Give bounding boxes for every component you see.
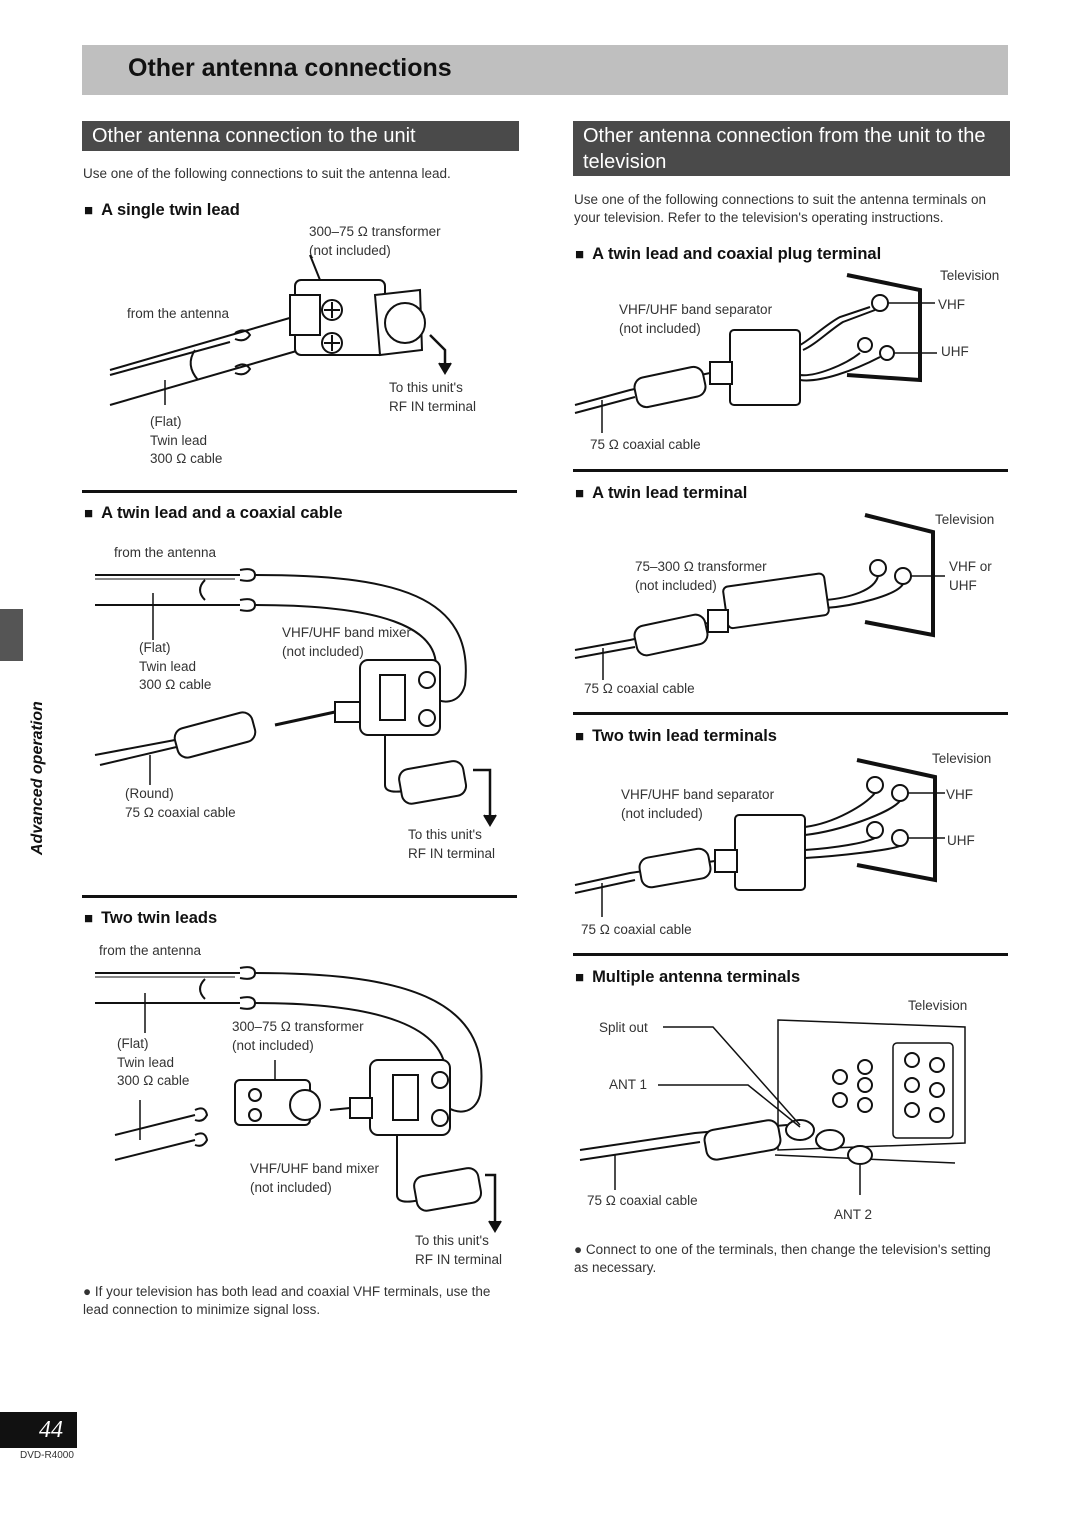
page-title: Other antenna connections (128, 54, 452, 82)
subheading-single-twin-lead: A single twin lead (84, 201, 240, 220)
label-television-1: Television (940, 268, 1000, 283)
divider (82, 490, 517, 493)
label-rf-in-2: To this unit's RF IN terminal (408, 827, 496, 861)
label-twin-lead-cable: (Flat) Twin lead 300 Ω cable (150, 414, 223, 466)
diagram-twin-lead-coaxial (95, 565, 505, 825)
divider (573, 712, 1008, 715)
subheading-two-twin-leads: Two twin leads (84, 909, 217, 928)
label-flat-cable-3: (Flat) Twin lead 300 Ω cable (117, 1036, 190, 1088)
right-note-text: Connect to one of the terminals, then ch… (574, 1242, 991, 1275)
subheading-multiple-terminals: Multiple antenna terminals (575, 968, 800, 987)
label-coax-2: 75 Ω coaxial cable (584, 681, 695, 696)
bullet-icon: ● (83, 1284, 92, 1299)
model-number: DVD-R4000 (20, 1450, 74, 1461)
page-title-bar: Other antenna connections (82, 45, 1008, 95)
left-intro: Use one of the following connections to … (83, 166, 451, 181)
divider (573, 953, 1008, 956)
right-intro: Use one of the following connections to … (574, 192, 987, 225)
label-from-antenna: from the antenna (127, 306, 230, 321)
diagram-single-twin-lead (100, 255, 470, 415)
subheading-twin-coax-terminal: A twin lead and coaxial plug terminal (575, 245, 881, 264)
right-note: ● Connect to one of the terminals, then … (574, 1241, 1008, 1277)
diagram-twin-coax-terminal (575, 265, 995, 435)
label-separator-1: VHF/UHF band separator (not included) (619, 302, 773, 336)
right-section-heading: Other antenna connection from the unit t… (573, 121, 1010, 176)
subheading-twin-lead-terminal: A twin lead terminal (575, 484, 747, 503)
label-coax-3: 75 Ω coaxial cable (581, 922, 692, 937)
label-coax-1: 75 Ω coaxial cable (590, 437, 701, 452)
label-rf-in-3: To this unit's RF IN terminal (415, 1233, 503, 1267)
label-transformer-3: 300–75 Ω transformer (not included) (232, 1019, 364, 1053)
label-vhf-3: VHF (946, 787, 973, 802)
label-separator-3: VHF/UHF band separator (not included) (621, 787, 775, 821)
subheading-two-twin-terminals: Two twin lead terminals (575, 727, 777, 746)
label-mixer-3: VHF/UHF band mixer (not included) (250, 1161, 380, 1195)
page-number: 44 (0, 1412, 77, 1448)
label-television-2: Television (935, 512, 995, 527)
subheading-twin-lead-coaxial: A twin lead and a coaxial cable (84, 504, 342, 523)
diagram-two-twin-terminals (575, 755, 995, 920)
label-television-3: Television (932, 751, 992, 766)
label-split-out: Split out (599, 1020, 648, 1035)
label-rf-in: To this unit's RF IN terminal (389, 380, 477, 414)
side-label: Advanced operation (29, 701, 46, 855)
label-flat-cable-2: (Flat) Twin lead 300 Ω cable (139, 640, 212, 692)
label-uhf-3: UHF (947, 833, 975, 848)
diagram-twin-lead-terminal (575, 510, 995, 680)
left-note-text: If your television has both lead and coa… (83, 1284, 491, 1317)
bullet-icon: ● (574, 1242, 583, 1257)
label-round-cable: (Round) 75 Ω coaxial cable (125, 786, 236, 820)
side-tab (0, 609, 23, 661)
label-transformer-2: 75–300 Ω transformer (not included) (635, 559, 767, 593)
label-television-4: Television (908, 998, 968, 1013)
diagram-two-twin-leads (95, 965, 505, 1235)
label-from-antenna-3: from the antenna (99, 943, 202, 958)
label-vhf-uhf: VHF or UHF (949, 559, 992, 593)
diagram-multiple-terminals (575, 1015, 995, 1215)
label-vhf-1: VHF (938, 297, 965, 312)
left-section-heading: Other antenna connection to the unit (82, 121, 519, 151)
label-mixer: VHF/UHF band mixer (not included) (282, 625, 412, 659)
label-transformer: 300–75 Ω transformer (not included) (309, 224, 441, 258)
left-note: ● If your television has both lead and c… (83, 1283, 519, 1319)
divider (82, 895, 517, 898)
label-coax-4: 75 Ω coaxial cable (587, 1193, 698, 1208)
label-from-antenna-2: from the antenna (114, 545, 217, 560)
label-uhf-1: UHF (941, 344, 969, 359)
label-ant1: ANT 1 (609, 1077, 648, 1092)
divider (573, 469, 1008, 472)
label-ant2: ANT 2 (834, 1207, 873, 1222)
